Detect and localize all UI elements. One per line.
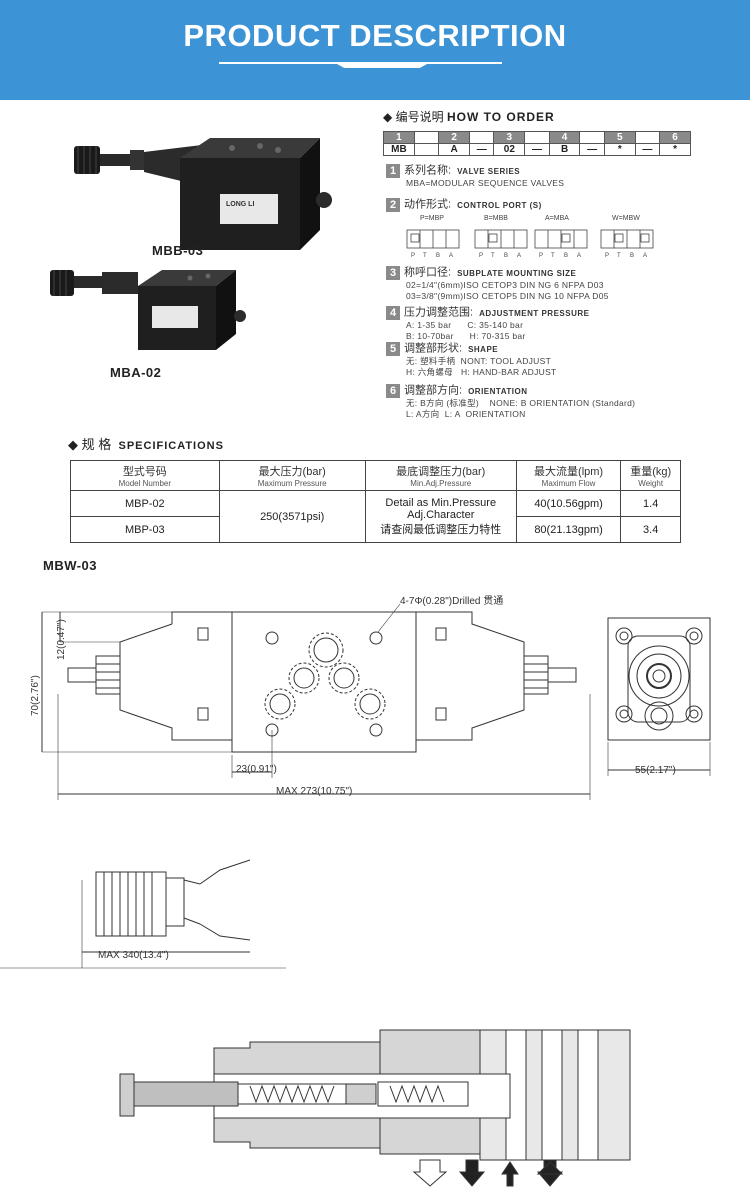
- dim-max-length: MAX 273(10.75"): [276, 786, 352, 797]
- header-max-pressure: 最大压力(bar)Maximum Pressure: [218, 460, 366, 491]
- svg-text:T: T: [423, 253, 427, 259]
- step-number-badge: 5: [386, 342, 400, 356]
- svg-text:B: B: [504, 253, 508, 259]
- svg-text:P: P: [539, 253, 543, 259]
- svg-text:A: A: [517, 253, 521, 259]
- product-photo-mba-02: [50, 270, 246, 350]
- port-type-b: B=MBB: [484, 215, 508, 222]
- table-row: MBP-03 80(21.13gpm) 3.4: [70, 516, 681, 543]
- dim-max-knob: MAX 340(13.4"): [98, 950, 169, 961]
- svg-text:A: A: [577, 253, 581, 259]
- dimension-drawing: 4-7Φ(0.28")Drilled 贯通 23(0.91") MAX 273(…: [0, 595, 711, 969]
- diamond-bullet-icon: ◆: [68, 437, 78, 452]
- svg-text:P: P: [479, 253, 483, 259]
- svg-text:A: A: [643, 253, 647, 259]
- dim-height: 70(2.76"): [30, 675, 41, 716]
- step-number-badge: 6: [386, 384, 400, 398]
- header-min-adj: 最底调整压力(bar)Min.Adj.Pressure: [364, 460, 517, 491]
- port-type-w: W=MBW: [612, 215, 640, 222]
- svg-text:P: P: [411, 253, 415, 259]
- port-type-p: P=MBP: [420, 215, 444, 222]
- dim-offset: 23(0.91"): [236, 764, 277, 775]
- svg-text:B: B: [630, 253, 634, 259]
- product-photo-mbb-03: LONG LI: [74, 138, 332, 250]
- dim-drilled: 4-7Φ(0.28")Drilled 贯通: [400, 595, 503, 607]
- dim-height-small: 12(0.47"): [56, 619, 67, 660]
- diamond-bullet-icon: ◆: [383, 110, 393, 124]
- dim-side-width: 55(2.17"): [635, 765, 676, 776]
- step-number-badge: 3: [386, 266, 400, 280]
- header-max-flow: 最大流量(lpm)Maximum Flow: [515, 460, 622, 491]
- product-label-mbb-03-text: MBB-03: [152, 243, 204, 258]
- cross-section-drawing: [119, 1029, 631, 1187]
- page-title: PRODUCT DESCRIPTION: [183, 18, 567, 53]
- order-code-table: 1 2 3 4 5 6 MB A— 02— B— *— *: [383, 131, 691, 156]
- specifications-heading: ◆ 规 格 SPECIFICATIONS: [68, 437, 224, 452]
- svg-text:T: T: [617, 253, 621, 259]
- header-weight: 重量(kg)Weight: [620, 460, 681, 491]
- min-adj-cell: Detail as Min.Pressure Adj.Character 请查阅…: [364, 490, 517, 543]
- title-underline-notch: [337, 64, 427, 68]
- title-underline: [219, 62, 502, 64]
- drawing-title: MBW-03: [43, 558, 98, 573]
- svg-text:T: T: [551, 253, 555, 259]
- how-to-order-heading: ◆ 编号说明 HOW TO ORDER: [383, 110, 555, 124]
- svg-text:T: T: [491, 253, 495, 259]
- svg-text:P: P: [605, 253, 609, 259]
- port-type-a: A=MBA: [545, 215, 569, 222]
- svg-text:B: B: [436, 253, 440, 259]
- product-label-mba-02: MBA-02: [110, 365, 162, 380]
- product-badge: LONG LI: [226, 201, 254, 208]
- svg-text:A: A: [449, 253, 453, 259]
- svg-text:B: B: [564, 253, 568, 259]
- step-number-badge: 4: [386, 306, 400, 320]
- step-number-badge: 2: [386, 198, 400, 212]
- header-banner: [0, 0, 750, 100]
- step-number-badge: 1: [386, 164, 400, 178]
- table-row: MBP-02 250(3571psi) Detail as Min.Pressu…: [70, 490, 681, 543]
